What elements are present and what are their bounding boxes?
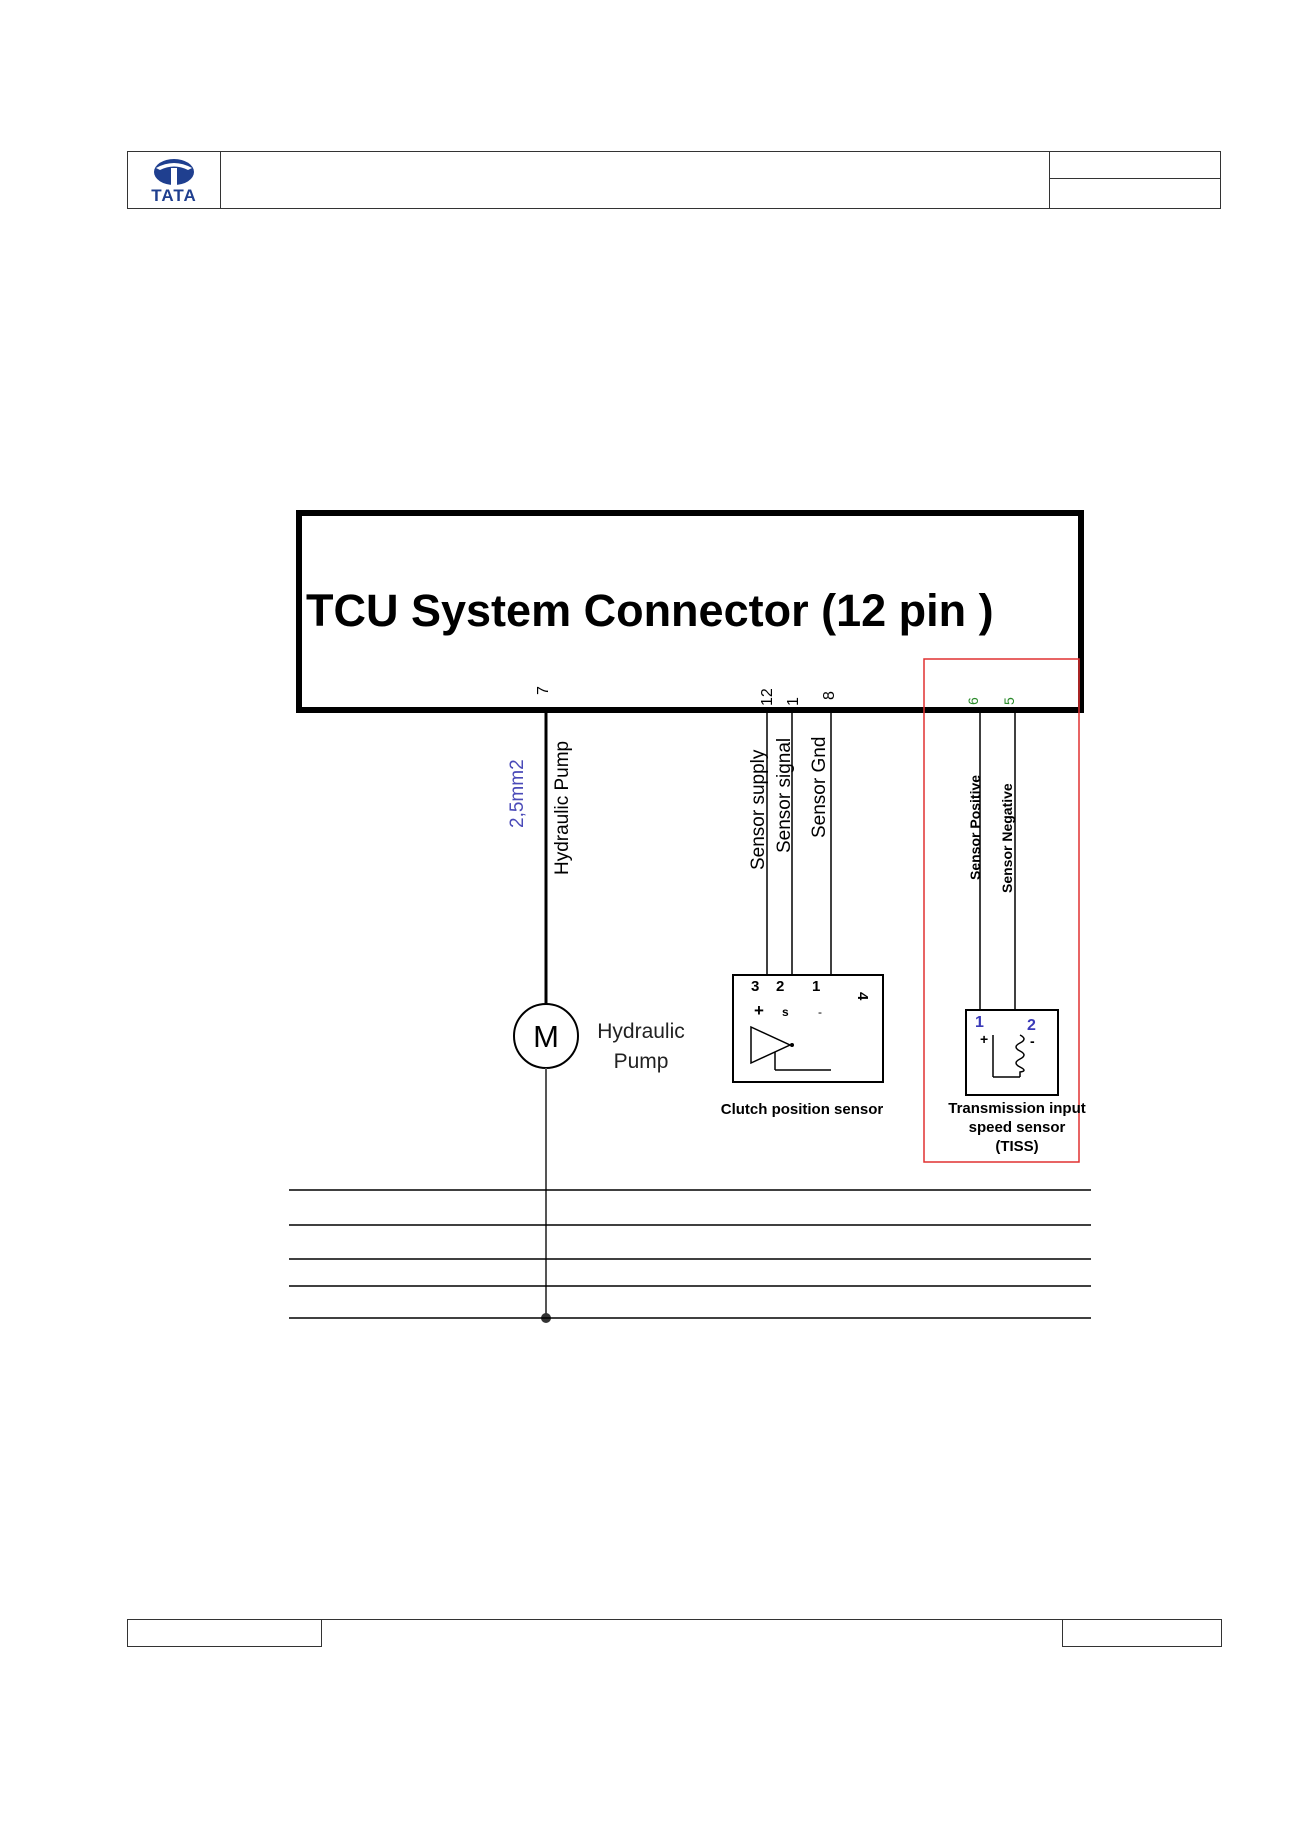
wire-size-label: 2,5mm2 <box>507 759 528 828</box>
pump-label-line1: Hydraulic <box>597 1020 685 1043</box>
pin-7-label: 7 <box>535 686 552 695</box>
pin-1-label: 1 <box>785 697 802 706</box>
logo-text: TATA <box>151 186 197 205</box>
pin-5-label: 5 <box>1001 697 1017 705</box>
clutch-mark-plus: + <box>754 1001 764 1020</box>
tiss-caption-line3: (TISS) <box>995 1138 1038 1155</box>
tiss-mark-minus: - <box>1030 1033 1035 1049</box>
signal-junction <box>790 1043 794 1047</box>
footer-rule <box>322 1619 1062 1620</box>
sensor-negative-label: Sensor Negative <box>999 783 1015 893</box>
pin-8-label: 8 <box>821 691 838 700</box>
tata-logo-icon <box>154 159 194 185</box>
page-header: TATA <box>127 151 1221 209</box>
clutch-terminal-2: 2 <box>776 978 784 995</box>
pump-label-line2: Pump <box>614 1050 669 1073</box>
pin-6-label: 6 <box>965 697 981 705</box>
clutch-terminal-3: 3 <box>751 978 759 995</box>
connector-title: TCU System Connector (12 pin ) <box>306 585 994 636</box>
clutch-mark-s: s <box>782 1005 789 1019</box>
clutch-mark-minus: - <box>818 1005 822 1019</box>
motor-letter: M <box>533 1019 559 1054</box>
tiss-mark-plus: + <box>980 1031 988 1047</box>
clutch-terminal-4: 4 <box>854 992 871 1001</box>
coil-icon <box>1015 1034 1025 1077</box>
sensor-gnd-label: Sensor Gnd <box>809 737 830 838</box>
sensor-positive-label: Sensor Positive <box>967 775 983 880</box>
pin-12-label: 12 <box>759 688 776 706</box>
logo-cell: TATA <box>128 152 221 208</box>
tiss-caption-line2: speed sensor <box>969 1119 1066 1136</box>
tcu-connector-box <box>296 510 1084 713</box>
amplifier-icon <box>750 1025 792 1065</box>
tiss-highlight-box <box>923 658 1080 1163</box>
tiss-terminal-2: 2 <box>1027 1017 1036 1034</box>
sensor-supply-label: Sensor supply <box>748 749 769 870</box>
footer-left-box <box>127 1619 322 1647</box>
sensor-signal-label: Sensor signal <box>774 738 795 853</box>
tiss-sensor-body <box>965 1009 1059 1096</box>
footer-right-box <box>1062 1619 1222 1647</box>
clutch-terminal-1: 1 <box>812 978 820 995</box>
clutch-sensor-body <box>732 974 884 1083</box>
tiss-terminal-1: 1 <box>975 1014 984 1031</box>
header-right-divider <box>1050 178 1220 179</box>
tiss-caption-line1: Transmission input <box>948 1100 1086 1117</box>
clutch-sensor-caption: Clutch position sensor <box>721 1101 884 1118</box>
pump-wire-label: Hydraulic Pump <box>552 741 573 875</box>
header-right-cell <box>1049 152 1220 208</box>
